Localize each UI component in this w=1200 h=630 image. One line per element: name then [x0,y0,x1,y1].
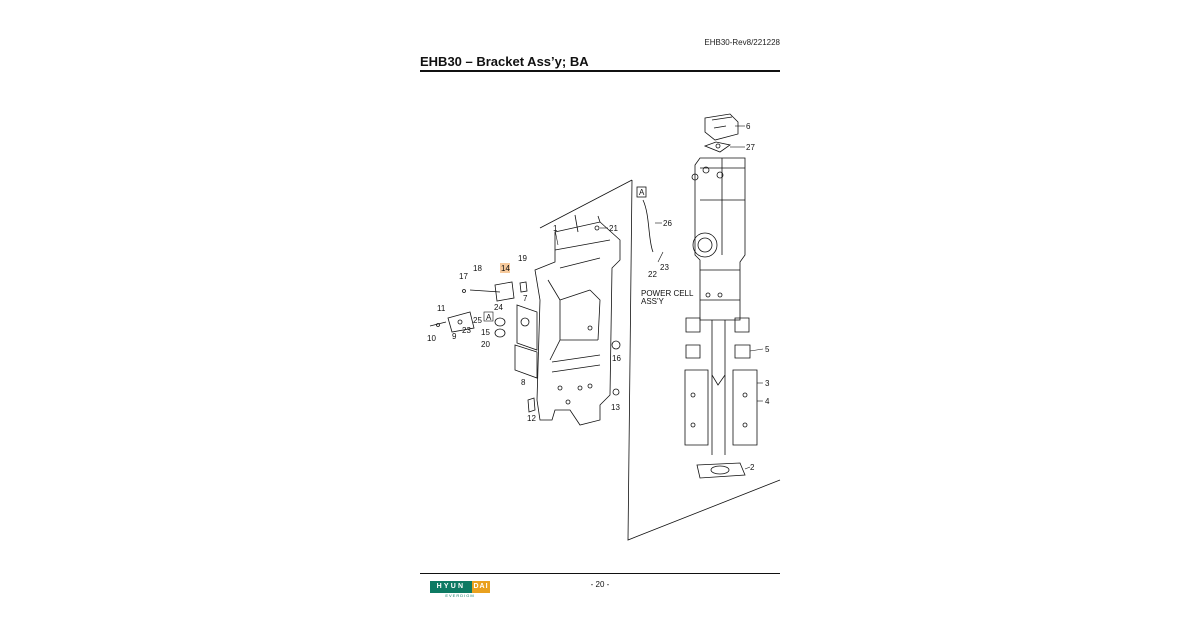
highlight-marker [500,263,510,273]
callout-25: 25 [473,316,482,325]
valve-side [692,232,718,258]
page-number: - 20 - [590,580,610,589]
washer-16 [611,340,621,350]
pad-left-upper [685,317,701,333]
document-code: EHB30-Rev8/221228 [704,38,780,47]
footer-rule [420,573,780,574]
callout-7: 7 [523,294,528,303]
callout-15: 15 [481,328,490,337]
block-14 [494,281,515,302]
pin-13 [612,388,620,396]
bracket-body [534,221,621,426]
callout-3: 3 [765,379,770,388]
pin-12 [527,397,536,413]
hose-26 [642,199,654,253]
callout-8: 8 [521,378,526,387]
upper-body [694,157,746,321]
callout-24: 24 [494,303,503,312]
callout-18: 18 [473,264,482,273]
pad-right-upper [734,317,750,333]
ref-a-box-left: A [486,313,492,322]
side-plate-8 [514,344,538,379]
bushing-20 [494,328,506,338]
pad-right-5 [734,344,751,359]
hyundai-everdigm-logo: HYUN DAI EVERDIGM [430,581,490,598]
shaft [711,320,726,455]
side-bracket-right [732,369,758,446]
ref-a-box-right: A [639,188,645,197]
side-bracket-left [684,369,709,446]
callout-5: 5 [765,345,770,354]
cap-6 [704,113,739,141]
callout-16: 16 [612,354,621,363]
callout-9: 9 [452,332,457,341]
callout-4: 4 [765,397,770,406]
header-rule [420,70,780,72]
base-plate-2 [696,462,746,479]
logo-main-left: HYUN [430,581,472,593]
callout-14: 14 [501,264,510,273]
callout-23-right: 23 [660,263,669,272]
callout-2: 2 [750,463,755,472]
power-cell-label-line2: ASS'Y [641,297,665,306]
callout-27: 27 [746,143,755,152]
callout-20: 20 [481,340,490,349]
callout-26: 26 [663,219,672,228]
pad-left-lower [685,344,701,359]
callout-21: 21 [609,224,618,233]
callout-13: 13 [611,403,620,412]
callout-10: 10 [427,334,436,343]
callout-6: 6 [746,122,751,131]
callout-23-left: 23 [462,326,471,335]
callout-11: 11 [437,304,446,313]
divider-line [627,179,781,541]
side-plate-7 [516,304,538,351]
callout-12: 12 [527,414,536,423]
power-cell-label-line1: POWER CELL [641,289,694,298]
bushing-15 [494,317,506,327]
callout-1: 1 [553,224,558,233]
clamp-plate-9 [447,311,475,333]
logo-main-right: DAI [472,581,490,593]
callout-22: 22 [648,270,657,279]
callout-17: 17 [459,272,468,281]
gasket-27 [703,141,731,153]
logo-subtext: EVERDIGM [445,593,475,598]
page-title: EHB30 – Bracket Ass’y; BA [420,54,589,69]
callout-19: 19 [518,254,527,263]
callouts: 6 27 5 3 4 2 26 23 22 POWER CELL ASS'Y 2… [427,122,770,472]
